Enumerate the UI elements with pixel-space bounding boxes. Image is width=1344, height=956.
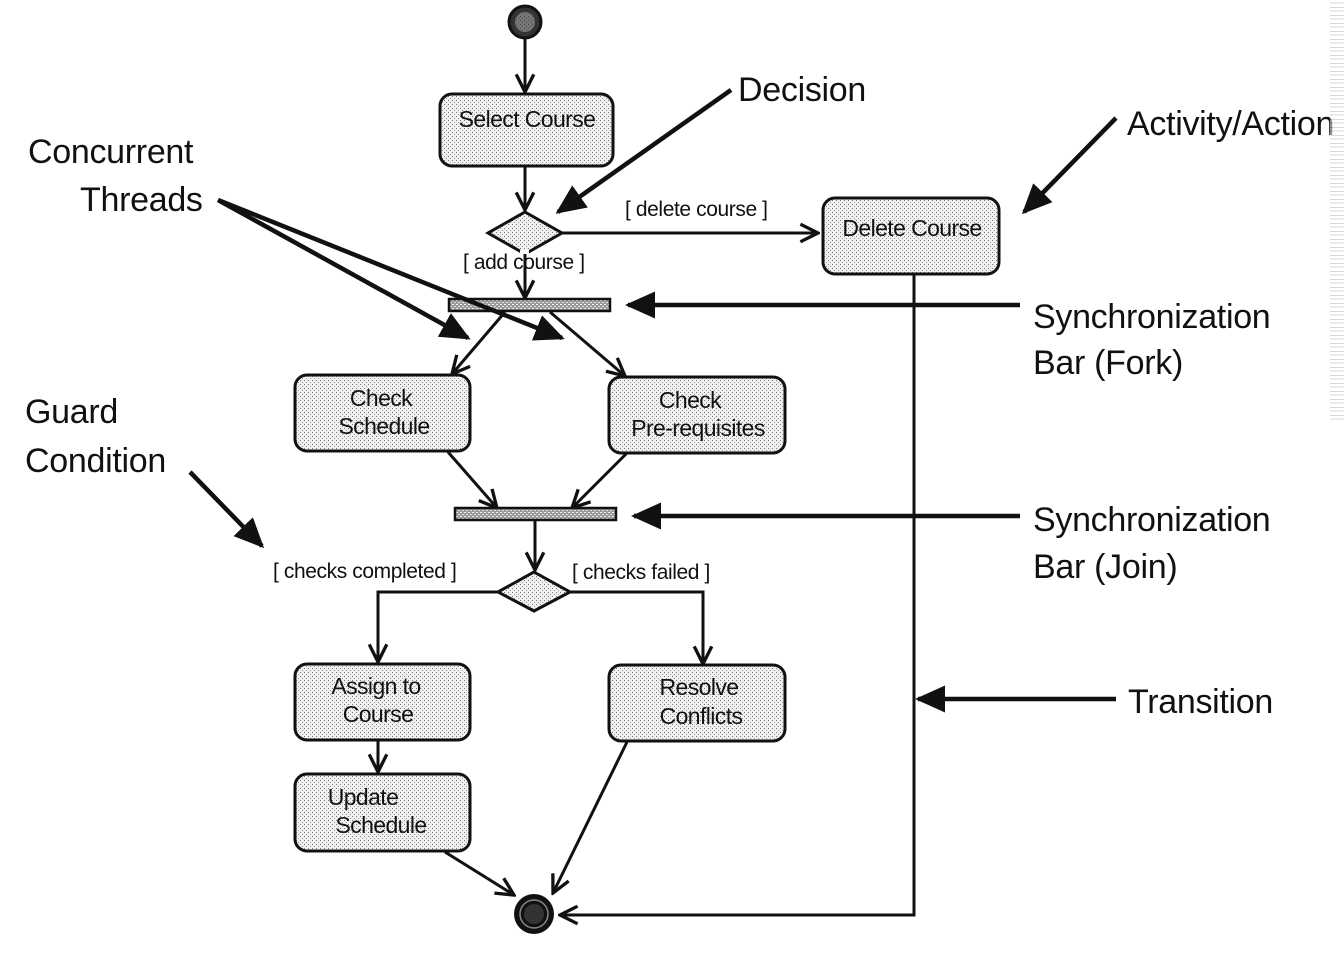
transition-decision-to-assign xyxy=(378,590,498,662)
activity-check-prerequisites[interactable]: Check Pre-requisites xyxy=(607,375,787,455)
decision-pointer-arrow xyxy=(555,88,733,214)
transition-check-prereq-to-join xyxy=(572,450,630,508)
transition-check-schedule-to-join xyxy=(446,451,497,508)
activity-label-line2: Schedule xyxy=(335,812,426,838)
callout-sync-join-line2: Bar (Join) xyxy=(1033,548,1177,586)
activity-check-schedule[interactable]: Check Schedule xyxy=(293,373,472,453)
callout-decision: Decision xyxy=(738,71,866,109)
activity-update-schedule[interactable]: Update Schedule xyxy=(293,772,472,853)
decision-node-2[interactable] xyxy=(494,570,574,613)
final-state[interactable] xyxy=(514,894,554,934)
activity-delete-course[interactable]: Delete Course xyxy=(821,196,1001,276)
activity-label-line2: Schedule xyxy=(338,413,429,439)
guard-checks-completed: [ checks completed ] xyxy=(273,560,456,583)
transition-delete-to-final xyxy=(560,274,916,915)
transition-fork-to-check-schedule xyxy=(452,311,507,374)
callout-sync-fork-line2: Bar (Fork) xyxy=(1033,344,1183,382)
activity-label-line1: Resolve xyxy=(660,674,739,700)
activity-select-course[interactable]: Select Course xyxy=(438,92,615,168)
activity-resolve-conflicts[interactable]: Resolve Conflicts xyxy=(607,663,787,743)
activity-label-line1: Check xyxy=(659,387,722,413)
callout-concurrent-threads-line1: Concurrent xyxy=(28,133,194,171)
activity-label-line2: Pre-requisites xyxy=(631,415,765,441)
callout-sync-join-line1: Synchronization xyxy=(1033,501,1270,539)
activity-label-line1: Assign to xyxy=(331,673,420,699)
callout-transition: Transition xyxy=(1128,683,1273,721)
sync-bar-join[interactable] xyxy=(453,506,618,522)
activity-label: Delete Course xyxy=(842,215,981,241)
scan-artifact xyxy=(1330,0,1344,420)
guard-pointer-arrow xyxy=(188,470,265,549)
activity-label-line1: Update xyxy=(328,784,399,810)
transition-update-to-final xyxy=(444,850,514,895)
initial-state[interactable] xyxy=(507,4,543,40)
callout-guard-condition-line2: Condition xyxy=(25,442,166,480)
activity-label-line2: Course xyxy=(343,701,414,727)
transition-decision-to-resolve xyxy=(570,590,703,664)
guard-delete-course: [ delete course ] xyxy=(625,198,768,221)
activity-label: Select Course xyxy=(459,106,596,132)
transition-fork-to-check-prereq xyxy=(549,310,625,376)
activity-label-line2: Conflicts xyxy=(660,703,743,729)
activity-pointer-arrow xyxy=(1021,116,1118,215)
callout-sync-fork-line1: Synchronization xyxy=(1033,298,1270,336)
activity-label-line1: Check xyxy=(350,385,413,411)
threads-pointer-arrow-1 xyxy=(216,198,471,340)
transition-resolve-to-final xyxy=(553,741,629,893)
callout-concurrent-threads-line2: Threads xyxy=(80,181,203,219)
decision-node-1[interactable] xyxy=(484,210,566,256)
activity-assign-to-course[interactable]: Assign to Course xyxy=(293,662,472,742)
guard-checks-failed: [ checks failed ] xyxy=(572,561,710,584)
threads-pointer-arrow-2 xyxy=(217,197,565,341)
callout-arrows xyxy=(188,88,1118,713)
callout-guard-condition-line1: Guard xyxy=(25,393,118,431)
callout-activity-action: Activity/Action xyxy=(1127,105,1334,143)
